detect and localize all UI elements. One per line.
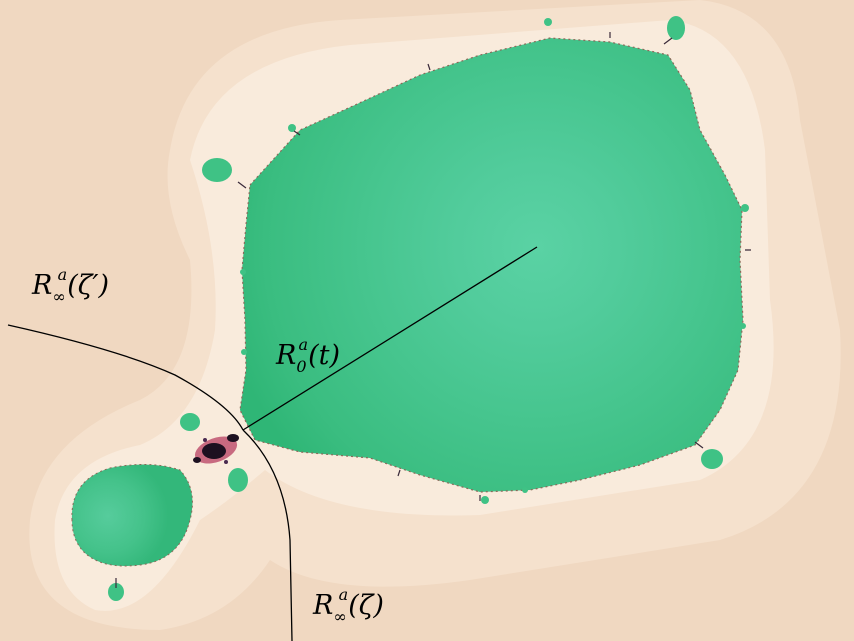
ray-0-t-line: [242, 246, 538, 431]
ray-inf-zeta-prime-curve: [7, 324, 244, 431]
filament-marks: [115, 32, 751, 588]
label-ray-inf-zeta-prime: R∞a(ζ′): [32, 265, 110, 307]
ray-inf-zeta-curve: [242, 429, 293, 641]
buds: [108, 16, 749, 601]
label-ray-inf-zeta: R∞a(ζ): [313, 585, 384, 627]
main-basin: [239, 37, 744, 493]
label-ray-0-t: R0a(t): [276, 335, 340, 377]
julia-cluster: [193, 434, 239, 464]
small-basin: [71, 463, 193, 567]
